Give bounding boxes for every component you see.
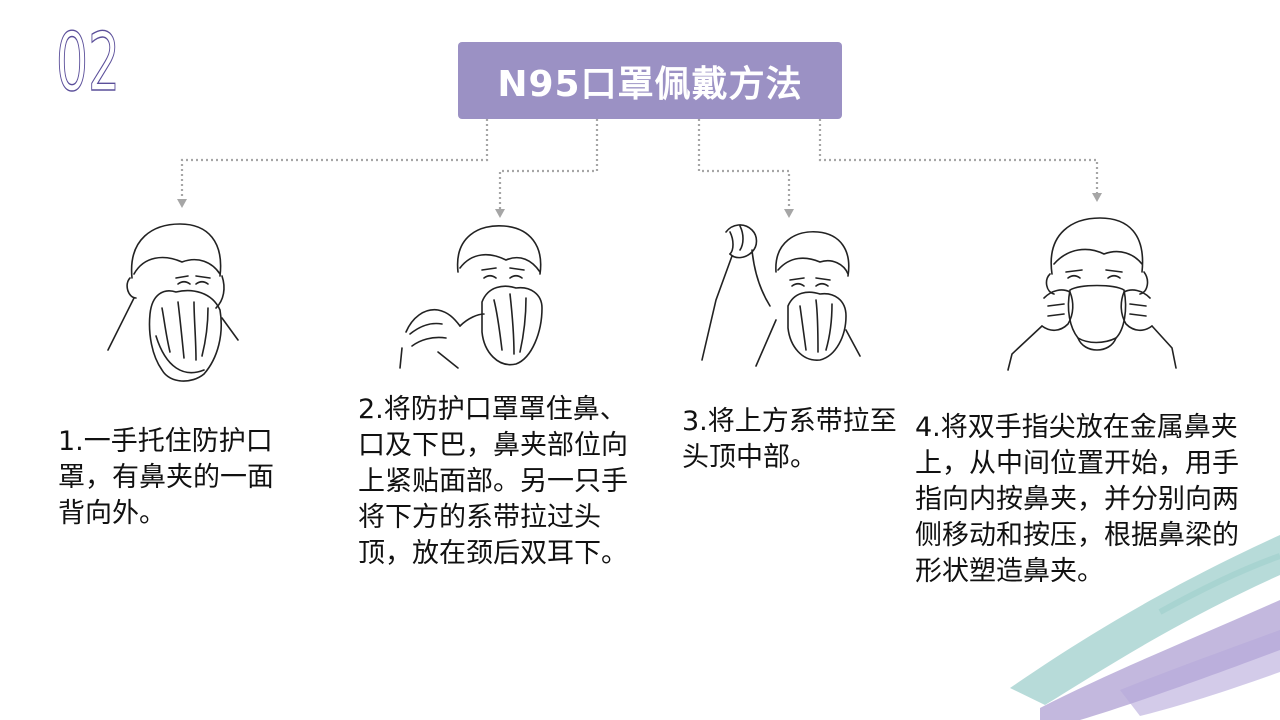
pressing-nose-clip-illustration: [1007, 217, 1177, 371]
step-4-text: 4.将双手指尖放在金属鼻夹上，从中间位置开始，用手指向内按鼻夹，并分别向两侧移动…: [915, 412, 1239, 587]
step-3-text: 3.将上方系带拉至头顶中部。: [682, 406, 897, 473]
pulling-upper-strap-illustration: [701, 224, 861, 367]
title-box: N95口罩佩戴方法: [458, 42, 842, 119]
step-2-text: 2.将防护口罩罩住鼻、口及下巴，鼻夹部位向上紧贴面部。另一只手将下方的系带拉过头…: [358, 394, 628, 569]
step-1-text: 1.一手托住防护口罩，有鼻夹的一面背向外。: [58, 426, 274, 529]
pulling-lower-strap-illustration: [399, 225, 543, 369]
page-title: N95口罩佩戴方法: [497, 63, 803, 105]
slide-number: 02: [56, 26, 121, 96]
hand-holding-mask-illustration: [107, 223, 239, 382]
svg-text:02: 02: [56, 26, 120, 96]
